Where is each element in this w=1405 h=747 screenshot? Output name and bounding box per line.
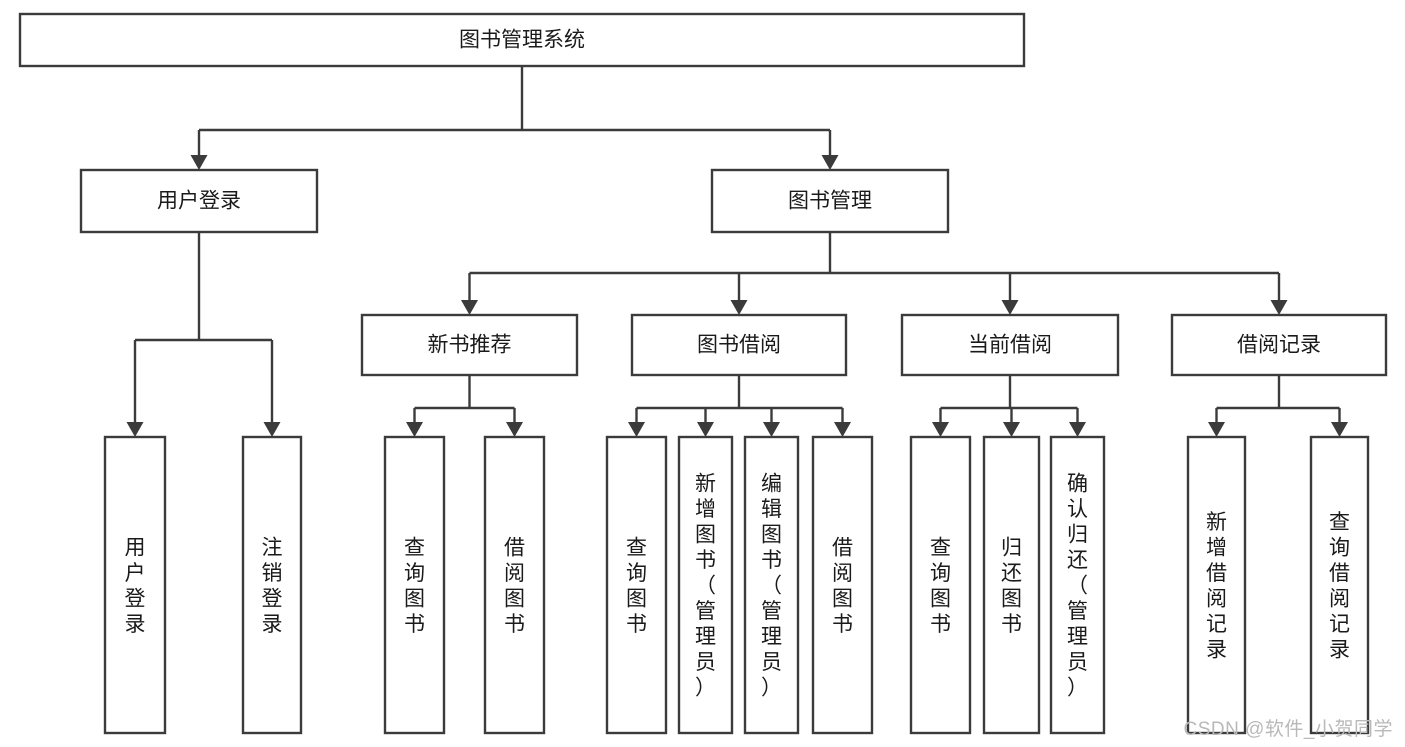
- node-label: 图书借阅: [697, 334, 781, 357]
- node-label: 查询图书: [404, 536, 425, 636]
- node-leaf-6-编辑图书管理员[interactable]: 编辑图书（管理员）: [743, 435, 800, 735]
- node-l3-借阅记录[interactable]: 借阅记录: [1170, 313, 1388, 377]
- node-label: 确认归还（管理员）: [1067, 473, 1088, 700]
- node-leaf-7-借阅图书[interactable]: 借阅图书: [811, 435, 874, 735]
- node-leaf-4-查询图书[interactable]: 查询图书: [605, 435, 668, 735]
- node-leaf-1-注销登录[interactable]: 注销登录: [241, 435, 303, 735]
- node-leaf-10-确认归还管理员[interactable]: 确认归还（管理员）: [1049, 435, 1106, 735]
- node-label: 图书管理系统: [459, 29, 585, 52]
- node-label: 查询图书: [930, 536, 951, 636]
- node-label: 新书推荐: [428, 334, 512, 357]
- node-leaf-9-归还图书[interactable]: 归还图书: [982, 435, 1041, 735]
- node-label: 借阅记录: [1237, 334, 1321, 357]
- node-label: 注销登录: [262, 536, 283, 636]
- node-l3-当前借阅[interactable]: 当前借阅: [900, 313, 1120, 377]
- node-label: 查询借阅记录: [1329, 511, 1350, 662]
- node-label: 当前借阅: [968, 334, 1052, 357]
- node-label: 归还图书: [1001, 536, 1022, 636]
- node-label: 借阅图书: [504, 536, 525, 636]
- node-leaf-0-用户登录[interactable]: 用户登录: [103, 435, 167, 735]
- node-l3-新书推荐[interactable]: 新书推荐: [360, 313, 579, 377]
- node-label: 借阅图书: [832, 536, 853, 636]
- node-root-图书管理系统[interactable]: 图书管理系统: [18, 12, 1026, 68]
- node-label: 新增图书（管理员）: [695, 473, 716, 700]
- connectors-layer: [126, 66, 1348, 437]
- node-leaf-2-查询图书[interactable]: 查询图书: [383, 435, 446, 735]
- node-label: 查询图书: [626, 536, 647, 636]
- node-l2-图书管理[interactable]: 图书管理: [710, 168, 950, 234]
- node-l3-图书借阅[interactable]: 图书借阅: [630, 313, 848, 377]
- node-leaf-11-新增借阅记录[interactable]: 新增借阅记录: [1186, 435, 1247, 735]
- node-leaf-5-新增图书管理员[interactable]: 新增图书（管理员）: [677, 435, 734, 735]
- node-leaf-12-查询借阅记录[interactable]: 查询借阅记录: [1309, 435, 1370, 735]
- node-leaf-3-借阅图书[interactable]: 借阅图书: [483, 435, 546, 735]
- nodes-layer: 图书管理系统用户登录图书管理新书推荐图书借阅当前借阅借阅记录用户登录注销登录查询…: [18, 12, 1388, 735]
- node-leaf-8-查询图书[interactable]: 查询图书: [909, 435, 972, 735]
- node-label: 新增借阅记录: [1206, 511, 1227, 662]
- node-label: 用户登录: [125, 536, 146, 636]
- node-label: 图书管理: [788, 190, 872, 213]
- node-label: 用户登录: [157, 190, 241, 213]
- node-l2-用户登录[interactable]: 用户登录: [79, 168, 319, 234]
- node-label: 编辑图书（管理员）: [761, 473, 782, 700]
